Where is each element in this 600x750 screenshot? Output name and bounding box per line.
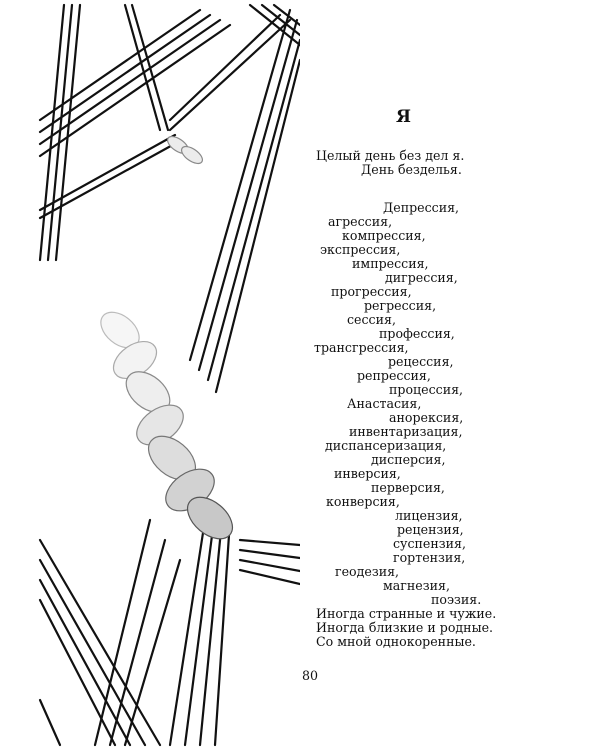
poem-line: профессия, [379,326,455,341]
poem-line: сессия, [347,312,396,327]
poem-line: Со мной однокоренные. [316,634,476,649]
poem-line: импрессия, [352,256,429,271]
poem-line: лицензия, [395,508,463,523]
poem-line: Целый день без дел я. [316,148,465,163]
braid-icon [100,135,234,540]
poem-line: прогрессия, [331,284,412,299]
poem-line: рецессия, [388,354,454,369]
page-title: Я [396,107,411,127]
poem-line: перверсия, [371,480,445,495]
poem-line: гортензия, [393,550,466,565]
poem-line: дигрессия, [385,270,458,285]
poem-line: конверсия, [326,494,400,509]
poem-line: Анастасия, [347,396,422,411]
poem-line: диспансеризация, [325,438,447,453]
braid-illustration [38,3,300,747]
poem-line: регрессия, [364,298,437,313]
poem-line: магнезия, [383,578,450,593]
rope-strands-icon [38,3,300,747]
poem-line: дисперсия, [371,452,446,467]
poem-line: День безделья. [361,162,462,177]
poem-line: Иногда странные и чужие. [316,606,497,621]
poem-line: компрессия, [342,228,426,243]
poem-line: репрессия, [357,368,431,383]
poem-line: поэзия. [431,592,482,607]
page-number: 80 [302,668,319,683]
poem-line: Депрессия, [383,200,460,215]
poem-line: анорексия, [389,410,464,425]
poem-line: суспензия, [393,536,466,551]
poem-line: агрессия, [328,214,393,229]
poem-line: процессия, [389,382,464,397]
poem-line: инверсия, [334,466,401,481]
poem-line: инвентаризация, [349,424,463,439]
poem-line: рецензия, [397,522,464,537]
poem-line: геодезия, [335,564,400,579]
poem-line: экспрессия, [320,242,401,257]
poem-line: трансгрессия, [314,340,409,355]
poem-line: Иногда близкие и родные. [316,620,494,635]
